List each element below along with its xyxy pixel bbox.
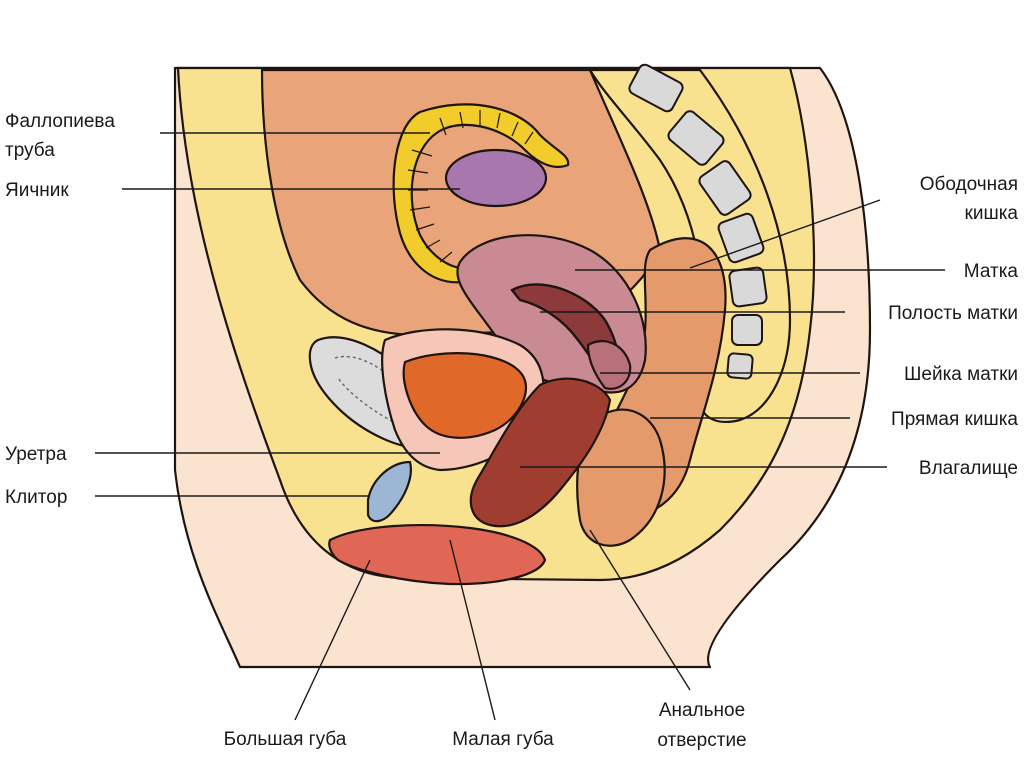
label-vagina: Влагалище [919,458,1018,479]
label-labia-majora: Большая губа [224,729,347,750]
label-urethra: Уретра [5,444,67,465]
label-fallopian-tube-2: труба [5,140,55,161]
label-uterus: Матка [964,261,1019,282]
label-anus-1: Анальное [659,700,745,721]
label-colon-1: Ободочная [920,174,1018,195]
ovary [446,150,546,206]
label-colon-2: кишка [965,203,1019,224]
label-uterine-cavity: Полость матки [888,303,1018,324]
label-fallopian-tube-1: Фаллопиева [5,111,115,132]
label-ovary: Яичник [5,180,69,201]
label-anus-2: отверстие [657,730,746,751]
label-labia-minora: Малая губа [452,729,554,750]
label-clitoris: Клитор [5,487,67,508]
label-rectum: Прямая кишка [891,409,1018,430]
label-cervix: Шейка матки [904,364,1018,385]
